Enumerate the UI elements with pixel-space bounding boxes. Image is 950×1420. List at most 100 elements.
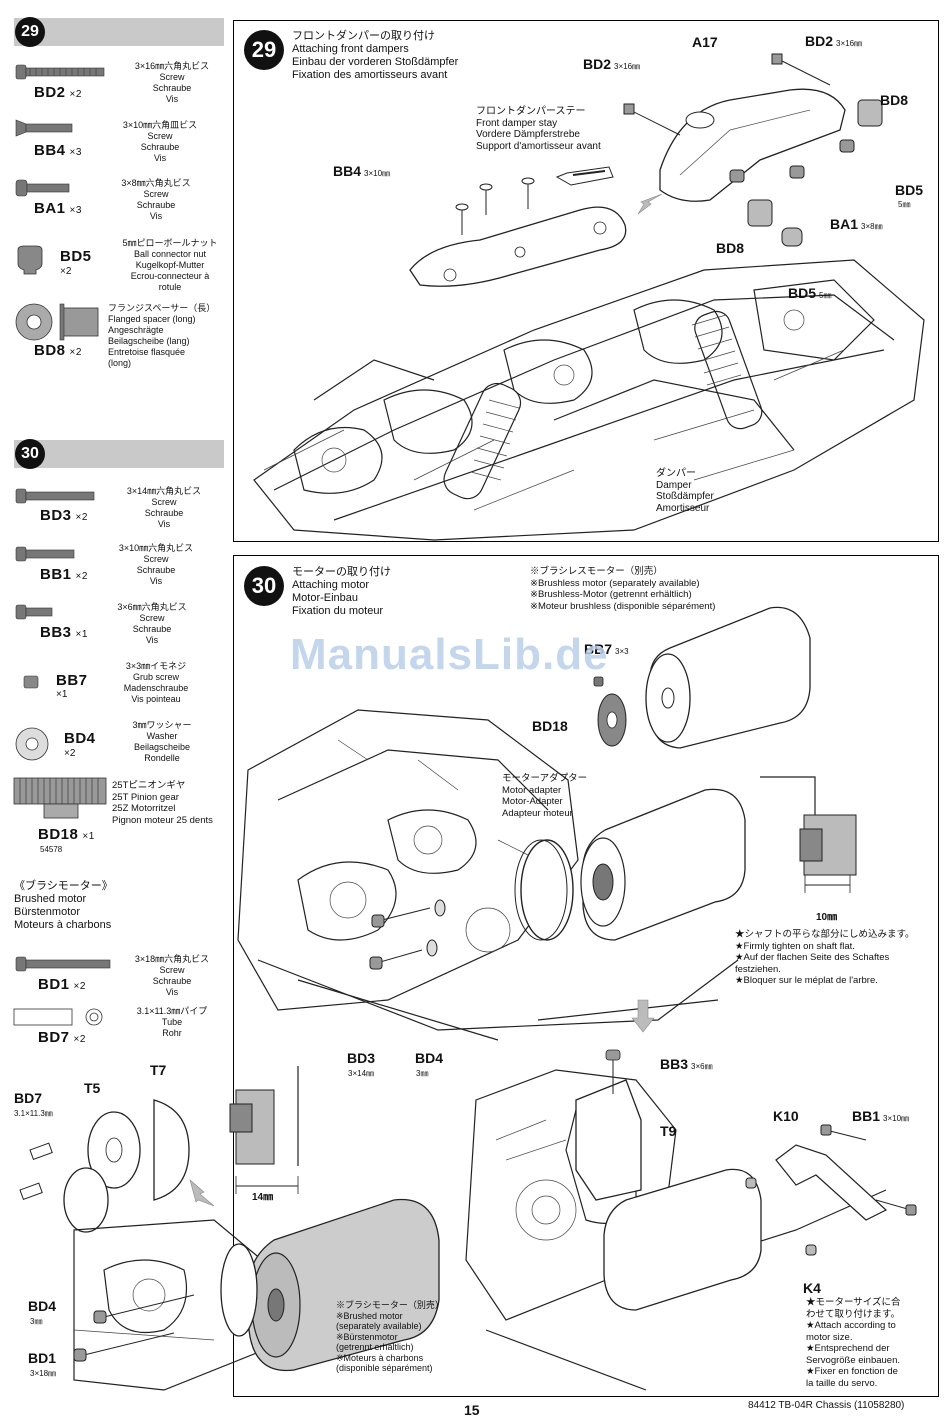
bb1-description: 3×10㎜六角丸ビス Screw Schraube Vis: [118, 543, 194, 586]
step30-title: モーターの取り付け Attaching motor Motor-Einbau F…: [292, 566, 391, 617]
bb7-grub-screw-icon: [23, 675, 39, 689]
bd4-qty: ×2: [64, 748, 76, 759]
step29-chassis-illustration: [253, 259, 925, 541]
k4-label: K4: [803, 1280, 821, 1296]
bb3-screw-illustration: [605, 1049, 621, 1094]
bd5-ball-nut-icon: [17, 245, 43, 275]
bd3-bd4-screws-illustration: [369, 899, 446, 970]
step30-lower-right-illustration: [465, 1069, 917, 1391]
step29-title: フロントダンパーの取り付け Attaching front dampers Ei…: [292, 30, 459, 81]
bd18-description: 25Tピニオンギヤ 25T Pinion gear 25Z Motorritze…: [112, 780, 213, 826]
step30-parts-header: [14, 440, 224, 468]
t5-label: T5: [84, 1080, 101, 1096]
step30-parts-number: 30: [15, 439, 45, 469]
bd5-qty: ×2: [60, 266, 72, 277]
brushless-motor-illustration: [645, 606, 811, 749]
bd5-description: 5㎜ピローボールナット Ball connector nut Kugelkopf…: [122, 238, 218, 292]
bd1-size-lower: 3×18㎜: [30, 1369, 57, 1378]
bd4-label-lower: BD4: [28, 1298, 57, 1314]
bd8-description: フランジスペーサー（長） Flanged spacer (long) Anges…: [108, 303, 216, 368]
step30-number-badge: 30: [244, 566, 284, 606]
step29-number-badge: 29: [244, 30, 284, 70]
k10-label: K10: [773, 1108, 799, 1124]
ba1-description: 3×8㎜六角丸ビス Screw Schraube Vis: [121, 178, 191, 221]
a17-label: A17: [692, 34, 718, 50]
servo-size-note: ★モーターサイズに合 わせて取り付けます。 ★Attach according …: [806, 1297, 901, 1389]
watermark-text: ManualsLib.de: [290, 630, 609, 679]
bd8-label-bottom: BD8: [716, 240, 745, 256]
bd7-code: BD7×2: [38, 1029, 86, 1046]
brushless-motor-note: ※ブラシレスモーター（別売） ※Brushless motor (separat…: [530, 566, 716, 612]
damper-label: ダンパー Damper Stoßdämpfer Amortisseur: [656, 468, 714, 514]
bd7-size-lower: 3.1×11.3㎜: [14, 1109, 53, 1118]
bd7-description: 3.1×11.3㎜パイプ Tube Rohr: [136, 1006, 208, 1038]
bd3-description: 3×14㎜六角丸ビス Screw Schraube Vis: [126, 486, 202, 529]
t7-label: T7: [150, 1062, 167, 1078]
bb3-code: BB3×1: [40, 624, 88, 641]
bd8-label-top: BD8: [880, 92, 909, 108]
brushed-motor-heading: 《ブラシモーター》 Brushed motor Bürstenmotor Mot…: [14, 880, 113, 931]
bb4-description: 3×10㎜六角皿ビス Screw Schraube Vis: [122, 120, 198, 163]
bd4-size: 3㎜: [416, 1069, 429, 1078]
bd1-label-lower: BD1: [28, 1350, 57, 1366]
bb4-screw-icon: [15, 119, 73, 137]
bd5-code: BD5: [60, 248, 92, 265]
bb7-code: BB7: [56, 672, 88, 689]
bd1-description: 3×18㎜六角丸ビス Screw Schraube Vis: [134, 954, 210, 997]
bd7-tube-icon: [13, 1008, 103, 1026]
motor-adapter-illustration: [514, 788, 746, 941]
grease-tube-icon: [555, 166, 614, 186]
bb3-screw-icon: [15, 604, 53, 620]
bd5-size-top: 5㎜: [898, 200, 911, 209]
step29-parts-header: [14, 18, 224, 46]
bd3-code: BD3×2: [40, 507, 88, 524]
bd3-size: 3×14㎜: [348, 1069, 375, 1078]
bb1-code: BB1×2: [40, 566, 88, 583]
ba1-screw-icon: [15, 179, 70, 197]
bd2-code: BD2×2: [34, 84, 82, 101]
bd7-label-lower: BD7: [14, 1090, 43, 1106]
bd3-screw-icon: [15, 488, 95, 504]
bb4-code: BB4×3: [34, 142, 82, 159]
brushed-motor-assembly-illustration: [19, 1099, 440, 1391]
step29-parts-number: 29: [15, 17, 45, 47]
bb4-screws-illustration: [455, 177, 535, 235]
bd4-washer-icon: [15, 727, 49, 761]
bd4-label: BD4: [415, 1050, 444, 1066]
a17-part-illustration: [659, 88, 846, 202]
bd1-screw-icon: [15, 956, 111, 972]
bb7-grub-illustration: [593, 676, 604, 687]
motor-adapter-label: モーターアダプター Motor adapter Motor-Adapter Ad…: [502, 773, 588, 819]
shaft-14mm-detail-illustration: [229, 1066, 299, 1194]
bd1-code: BD1×2: [38, 976, 86, 993]
bd18-pinion-illustration: [597, 693, 627, 747]
ba1-code: BA1×3: [34, 200, 82, 217]
bd5-label-top: BD5: [895, 182, 924, 198]
bb7-qty: ×1: [56, 689, 68, 700]
bd18-pinion-gear-icon: [13, 777, 107, 819]
down-arrow-icon: [631, 999, 655, 1033]
bd4-size-lower: 3㎜: [30, 1317, 43, 1326]
direction-arrow-icon: [637, 193, 663, 215]
bd8-spacer-icon: [15, 303, 99, 341]
bd2-screws-illustration: [623, 53, 831, 136]
bb7-description: 3×3㎜イモネジ Grub screw Madenschraube Vis po…: [123, 661, 189, 704]
bd8-code: BD8×2: [34, 342, 82, 359]
brushed-motor-note: ※ブラシモーター（別売） ※Brushed motor (separately …: [336, 1300, 444, 1373]
bd18-part-number: 54578: [40, 845, 63, 854]
t9-label: T9: [660, 1123, 677, 1139]
bd18-code: BD18×1: [38, 826, 95, 843]
footer-model-info: 84412 TB-04R Chassis (11058280): [748, 1400, 905, 1411]
front-damper-stay-illustration: [409, 206, 627, 287]
bd4-description: 3㎜ワッシャー Washer Beilagscheibe Rondelle: [132, 720, 192, 763]
dimension-10mm: 10㎜: [816, 912, 838, 923]
bd3-label: BD3: [347, 1050, 376, 1066]
bd2-description: 3×16㎜六角丸ビス Screw Schraube Vis: [134, 61, 210, 104]
